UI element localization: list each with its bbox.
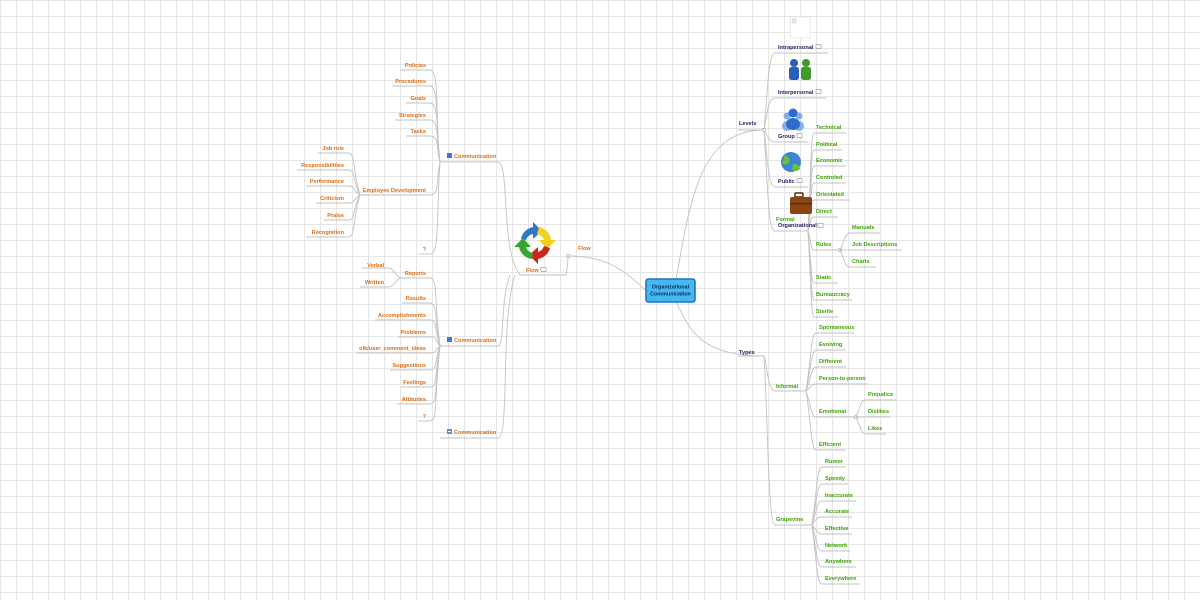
topic-prejudice[interactable]: Prejudice xyxy=(868,392,893,398)
topic-attitudes[interactable]: Attitudes xyxy=(402,397,426,403)
topic-different[interactable]: Different xyxy=(819,359,842,365)
topic-interpersonal[interactable]: Interpersonal xyxy=(778,90,814,96)
central-topic-line2: Communication xyxy=(650,292,691,298)
topic-question[interactable]: ? xyxy=(423,247,427,253)
topic-accomplishments[interactable]: Accomplishments xyxy=(378,313,426,319)
topic-everywhere[interactable]: Everywhere xyxy=(825,576,856,582)
informal-children: Spontaneous Evolving Different Person-to… xyxy=(819,325,866,448)
topic-responsibilities[interactable]: Responsibilities xyxy=(301,163,344,169)
plus-icon xyxy=(447,153,452,158)
topic-reports[interactable]: Reports xyxy=(405,271,426,277)
topic-inaccurate[interactable]: Inaccurate xyxy=(825,493,853,499)
topic-sterile[interactable]: Sterile xyxy=(816,309,833,315)
topic-tasks[interactable]: Tasks xyxy=(411,129,426,135)
reports-children: Verbal Written xyxy=(365,263,385,286)
broken-image-icon xyxy=(789,16,811,39)
emotional-children: Prejudice Dislikes Likes xyxy=(868,392,893,432)
recycle-icon xyxy=(514,222,556,264)
briefcase-icon xyxy=(790,192,812,214)
topic-charts[interactable]: Charts xyxy=(852,259,870,265)
topic-question[interactable]: ? xyxy=(423,414,427,420)
plus-icon xyxy=(447,337,452,342)
topic-goals[interactable]: Goals xyxy=(410,96,426,102)
topic-rules[interactable]: Rules xyxy=(816,242,831,248)
topic-political[interactable]: Political xyxy=(816,142,838,148)
topic-results[interactable]: Results xyxy=(406,296,426,302)
topic-emotional[interactable]: Emotional xyxy=(819,409,846,415)
topic-bureaucracy[interactable]: Bureaucracy xyxy=(816,292,851,298)
topic-verbal[interactable]: Verbal xyxy=(367,263,384,269)
topic-informal[interactable]: Informal xyxy=(776,384,799,390)
topic-formal[interactable]: Formal xyxy=(776,217,795,223)
note-icon xyxy=(796,133,803,138)
topic-procedures[interactable]: Procedures xyxy=(395,79,426,85)
communication-mid-children: Reports Results Accomplishments Problems… xyxy=(359,271,426,420)
note-icon xyxy=(815,44,822,49)
grapevine-children: Rumor Speedy Inaccurate Accurate Effecti… xyxy=(825,459,856,582)
rules-children: Manuals Job Descriptions Charts xyxy=(852,225,897,265)
topic-policies[interactable]: Policies xyxy=(405,63,426,69)
topic-strategies[interactable]: Strategies xyxy=(399,113,426,119)
topic-user-comment-ideas[interactable]: olk/user_comment_ideas xyxy=(359,346,426,352)
topic-network[interactable]: Network xyxy=(825,543,848,549)
communication-top-label[interactable]: Communication xyxy=(454,154,497,160)
note-icon xyxy=(815,89,822,94)
topic-orientated[interactable]: Orientated xyxy=(816,192,845,198)
flow-branch-label[interactable]: Flow xyxy=(578,246,591,252)
topic-employee-development[interactable]: Employee Development xyxy=(363,188,426,194)
topic-problems[interactable]: Problems xyxy=(401,330,427,336)
formal-children: Technical Political Economic Controled O… xyxy=(816,125,851,315)
communication-bottom-label[interactable]: Communication xyxy=(454,430,497,436)
topic-direct[interactable]: Direct xyxy=(816,209,832,215)
topic-organizational[interactable]: Organizational xyxy=(778,223,817,229)
topic-likes[interactable]: Likes xyxy=(868,426,882,432)
topic-manuals[interactable]: Manuals xyxy=(852,225,874,231)
topic-feelings[interactable]: Feelings xyxy=(403,380,426,386)
topic-written[interactable]: Written xyxy=(365,280,385,286)
types-label[interactable]: Types xyxy=(739,350,755,356)
topic-rumor[interactable]: Rumor xyxy=(825,459,844,465)
topic-controled[interactable]: Controled xyxy=(816,175,843,181)
topic-recognition[interactable]: Recognition xyxy=(312,230,345,236)
globe-icon xyxy=(781,152,801,172)
group-icon xyxy=(782,108,804,131)
topic-static[interactable]: Static xyxy=(816,275,831,281)
communication-mid-label[interactable]: Communication xyxy=(454,338,497,344)
employee-development-children: Job role Responsibilities Performance Cr… xyxy=(301,146,344,236)
topic-performance[interactable]: Performance xyxy=(310,179,344,185)
topic-intrapersonal[interactable]: Intrapersonal xyxy=(778,45,814,51)
topic-criticism[interactable]: Criticism xyxy=(320,196,344,202)
topic-economic[interactable]: Economic xyxy=(816,158,843,164)
topic-speedy[interactable]: Speedy xyxy=(825,476,846,482)
note-icon xyxy=(540,267,547,272)
topic-effective[interactable]: Effective xyxy=(825,526,848,532)
connectors xyxy=(297,52,902,585)
topic-public[interactable]: Public xyxy=(778,179,795,185)
topic-praise[interactable]: Praise xyxy=(327,213,344,219)
topic-accurate[interactable]: Accurate xyxy=(825,509,849,515)
topic-person-to-person[interactable]: Person-to-person xyxy=(819,376,866,382)
communication-top-children: Policies Procedures Goals Strategies Tas… xyxy=(363,63,427,253)
minus-icon xyxy=(447,429,452,434)
topic-technical[interactable]: Technical xyxy=(816,125,842,131)
topic-suggestions[interactable]: Suggestions xyxy=(392,363,426,369)
central-topic-line1: Organizational xyxy=(652,285,690,291)
topic-job-descriptions[interactable]: Job Descriptions xyxy=(852,242,897,248)
topic-dislikes[interactable]: Dislikes xyxy=(868,409,889,415)
topic-anywhere[interactable]: Anywhere xyxy=(825,559,852,565)
topic-efficient[interactable]: Efficient xyxy=(819,442,841,448)
people-icon xyxy=(789,59,811,80)
central-topic[interactable]: Organizational Communication xyxy=(645,278,696,303)
topic-spontaneous[interactable]: Spontaneous xyxy=(819,325,854,331)
topic-group[interactable]: Group xyxy=(778,134,795,140)
topic-job-role[interactable]: Job role xyxy=(322,146,344,152)
levels-label[interactable]: Levels xyxy=(739,121,756,127)
note-icon xyxy=(817,223,824,228)
topic-grapevine[interactable]: Grapevine xyxy=(776,517,803,523)
note-icon xyxy=(796,178,803,183)
flow-node-label[interactable]: Flow xyxy=(526,268,539,274)
topic-evolving[interactable]: Evolving xyxy=(819,342,843,348)
